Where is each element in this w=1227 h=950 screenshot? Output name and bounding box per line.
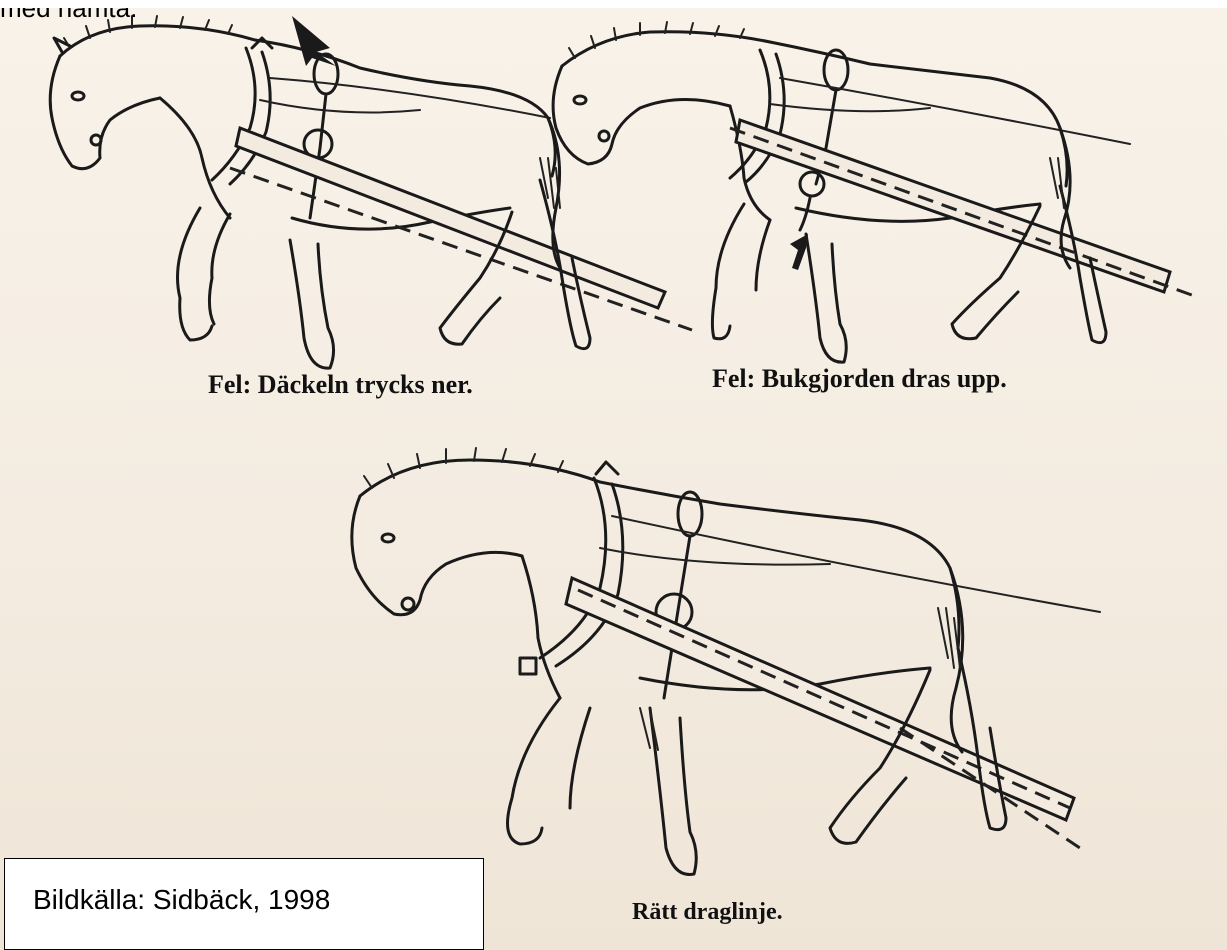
horse-3-drawing: [352, 448, 1100, 874]
caption-illustration-2: Fel: Bukgjorden dras upp.: [712, 364, 1007, 394]
header-fragment: med hämta.: [0, 8, 137, 21]
image-source-box: Bildkälla: Sidbäck, 1998: [4, 858, 484, 950]
caption-illustration-3: Rätt draglinje.: [632, 899, 783, 926]
scanned-illustration-sheet: med hämta. Fel: Däckeln trycks ner. Fel:…: [0, 8, 1227, 950]
horse-2-drawing: [553, 22, 1200, 362]
horse-1-drawing: [50, 16, 692, 368]
image-source-text: Bildkälla: Sidbäck, 1998: [33, 884, 330, 916]
caption-illustration-1: Fel: Däckeln trycks ner.: [208, 370, 473, 400]
horse-illustration-1: [0, 8, 1227, 950]
